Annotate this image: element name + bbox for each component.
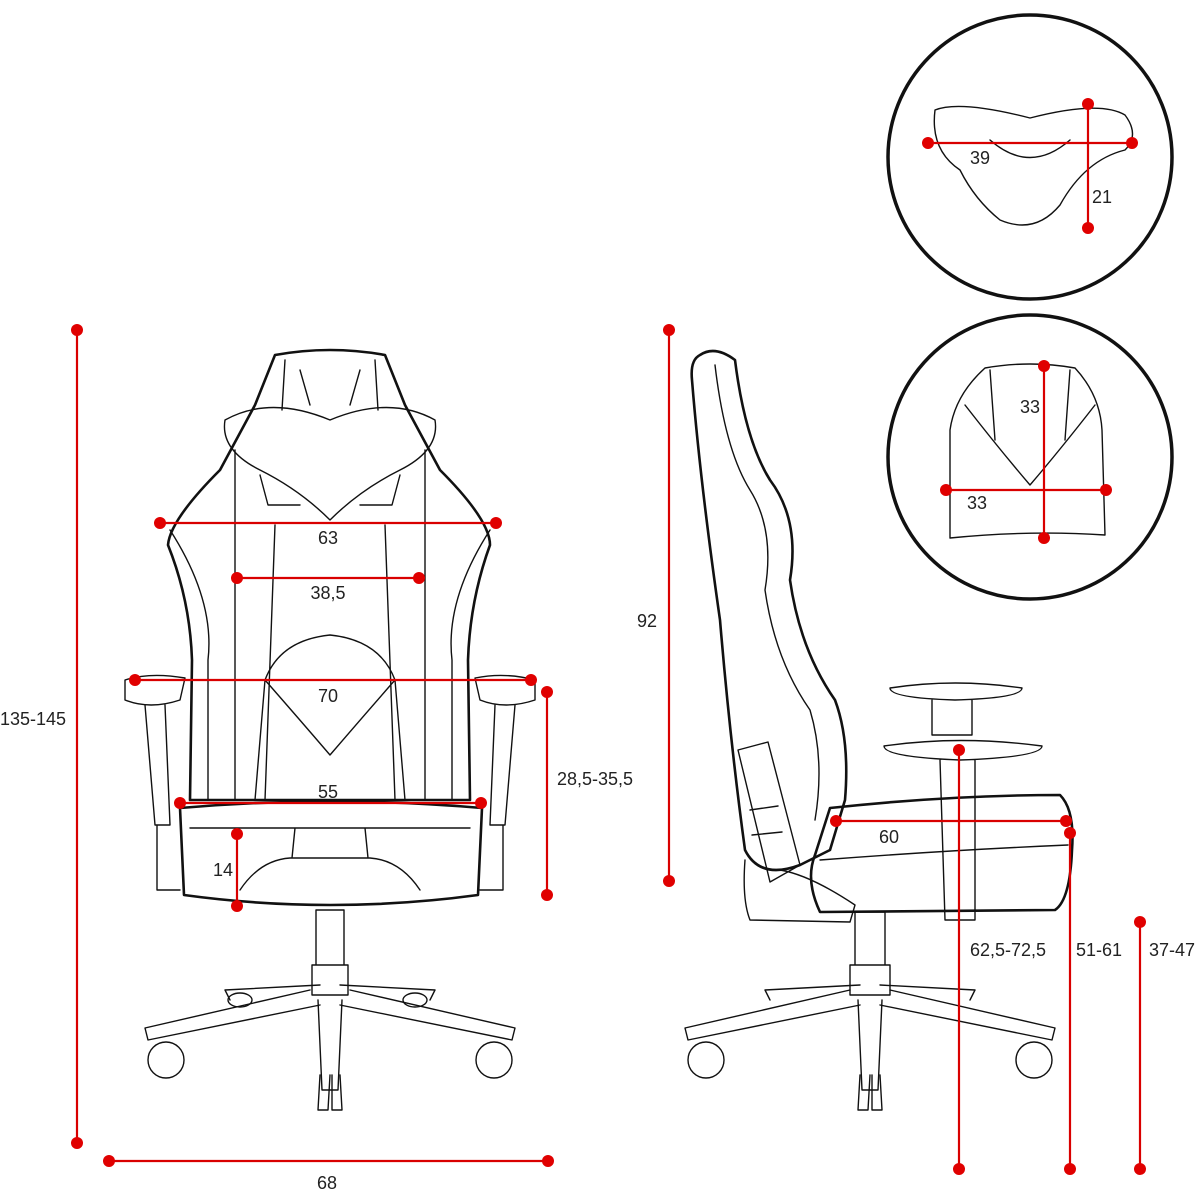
dim-inner-width: 38,5 bbox=[231, 572, 425, 603]
label-armrest-floor-height: 62,5-72,5 bbox=[970, 940, 1046, 960]
label-inner-width: 38,5 bbox=[310, 583, 345, 603]
label-seat-height: 51-61 bbox=[1076, 940, 1122, 960]
dim-seat-height: 51-61 bbox=[1064, 827, 1122, 1175]
front-chair-drawing bbox=[124, 348, 536, 1111]
label-headrest-width: 39 bbox=[970, 148, 990, 168]
dim-lumbar-width: 33 bbox=[940, 484, 1112, 513]
label-headrest-height: 21 bbox=[1092, 187, 1112, 207]
dim-shoulder-width: 63 bbox=[154, 517, 502, 548]
side-chair-drawing bbox=[684, 349, 1074, 1111]
label-shoulder-width: 63 bbox=[318, 528, 338, 548]
dim-seat-width: 55 bbox=[174, 782, 487, 809]
dim-armrest-span: 70 bbox=[129, 674, 537, 706]
dim-lumbar-height: 33 bbox=[1020, 360, 1050, 544]
label-min-height: 37-47 bbox=[1149, 940, 1195, 960]
dim-cushion-thickness: 14 bbox=[213, 828, 243, 912]
headrest-detail bbox=[886, 13, 1174, 301]
dim-armrest-floor-height: 62,5-72,5 bbox=[953, 744, 1046, 1175]
label-lumbar-width: 33 bbox=[967, 493, 987, 513]
label-armrest-span: 70 bbox=[318, 686, 338, 706]
dim-armrest-height: 28,5-35,5 bbox=[541, 686, 633, 901]
label-seat-depth: 60 bbox=[879, 827, 899, 847]
label-armrest-height: 28,5-35,5 bbox=[557, 769, 633, 789]
dim-backrest-height: 92 bbox=[637, 324, 675, 887]
label-base-width: 68 bbox=[317, 1173, 337, 1193]
label-backrest-height: 92 bbox=[637, 611, 657, 631]
label-seat-width: 55 bbox=[318, 782, 338, 802]
lumbar-detail bbox=[886, 313, 1174, 601]
label-lumbar-height: 33 bbox=[1020, 397, 1040, 417]
dim-headrest-width: 39 bbox=[922, 137, 1138, 168]
dim-total-height: 135-145 bbox=[0, 324, 83, 1149]
label-cushion-thickness: 14 bbox=[213, 860, 233, 880]
dim-seat-depth: 60 bbox=[830, 815, 1072, 847]
dim-base-width: 68 bbox=[103, 1155, 554, 1193]
dim-min-height: 37-47 bbox=[1134, 916, 1195, 1175]
label-total-height: 135-145 bbox=[0, 709, 66, 729]
dim-headrest-height: 21 bbox=[1082, 98, 1112, 234]
